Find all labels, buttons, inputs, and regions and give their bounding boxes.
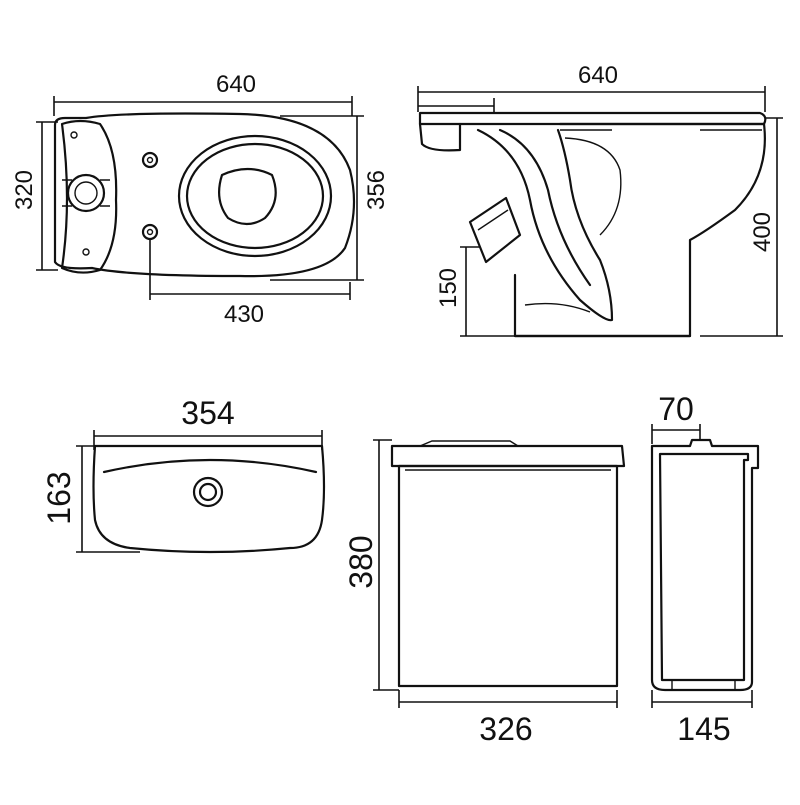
side-rear-block	[418, 122, 462, 152]
cistern-width-label: 326	[479, 711, 532, 747]
seat-bolt-bottom	[141, 223, 159, 241]
side-outlet-label: 150	[435, 268, 462, 308]
flush-button-inner	[198, 482, 218, 502]
cistern-length-label: 354	[181, 395, 234, 431]
outlet-ribs	[62, 179, 110, 207]
side-rim	[418, 111, 767, 126]
side-outlet-pipe	[468, 196, 522, 264]
fixing-hole-bottom	[82, 248, 90, 256]
cistern-side-view: 70 145	[650, 391, 760, 747]
cistern-depth-label: 163	[41, 471, 77, 524]
cistern-top-view: 354 163	[41, 395, 326, 554]
side-trapway-inner	[498, 128, 592, 287]
side-length-label: 640	[578, 62, 618, 89]
top-fixing-label: 430	[224, 301, 264, 328]
side-bowl-shell	[513, 122, 766, 338]
top-outer-width-label: 356	[363, 170, 390, 210]
cistern-front-body	[397, 464, 619, 688]
cistern-side-inner	[658, 452, 750, 682]
side-height-label: 400	[749, 212, 776, 252]
cistern-top-outline	[92, 444, 326, 554]
bowl-opening	[217, 167, 277, 226]
top-width-label: 320	[11, 170, 38, 210]
flush-button-outer	[192, 476, 224, 508]
fixing-hole-top	[70, 131, 78, 139]
side-view: 640 400 150	[417, 62, 783, 338]
bowl-rim-outer	[177, 134, 333, 258]
cistern-side-outline	[650, 438, 760, 692]
top-length-label: 640	[216, 71, 256, 98]
top-view: 640 320 356 430	[11, 71, 390, 328]
cistern-side-depth-label: 145	[677, 711, 730, 747]
outlet-circle	[66, 173, 106, 213]
cistern-height-label: 380	[343, 535, 379, 588]
side-bowl-inner	[564, 137, 622, 236]
outlet-inner-circle	[74, 181, 98, 205]
seat-bolt-top	[141, 151, 159, 169]
cistern-side-top-label: 70	[658, 391, 694, 427]
top-view-outline	[53, 112, 356, 278]
cistern-front-view: 380 326	[343, 439, 626, 747]
cistern-front-lid	[390, 444, 626, 468]
top-view-cistern	[60, 119, 118, 274]
cistern-top-lid-curve	[102, 458, 318, 474]
side-trapway-outer	[476, 128, 614, 322]
bowl-rim-inner	[185, 142, 325, 250]
